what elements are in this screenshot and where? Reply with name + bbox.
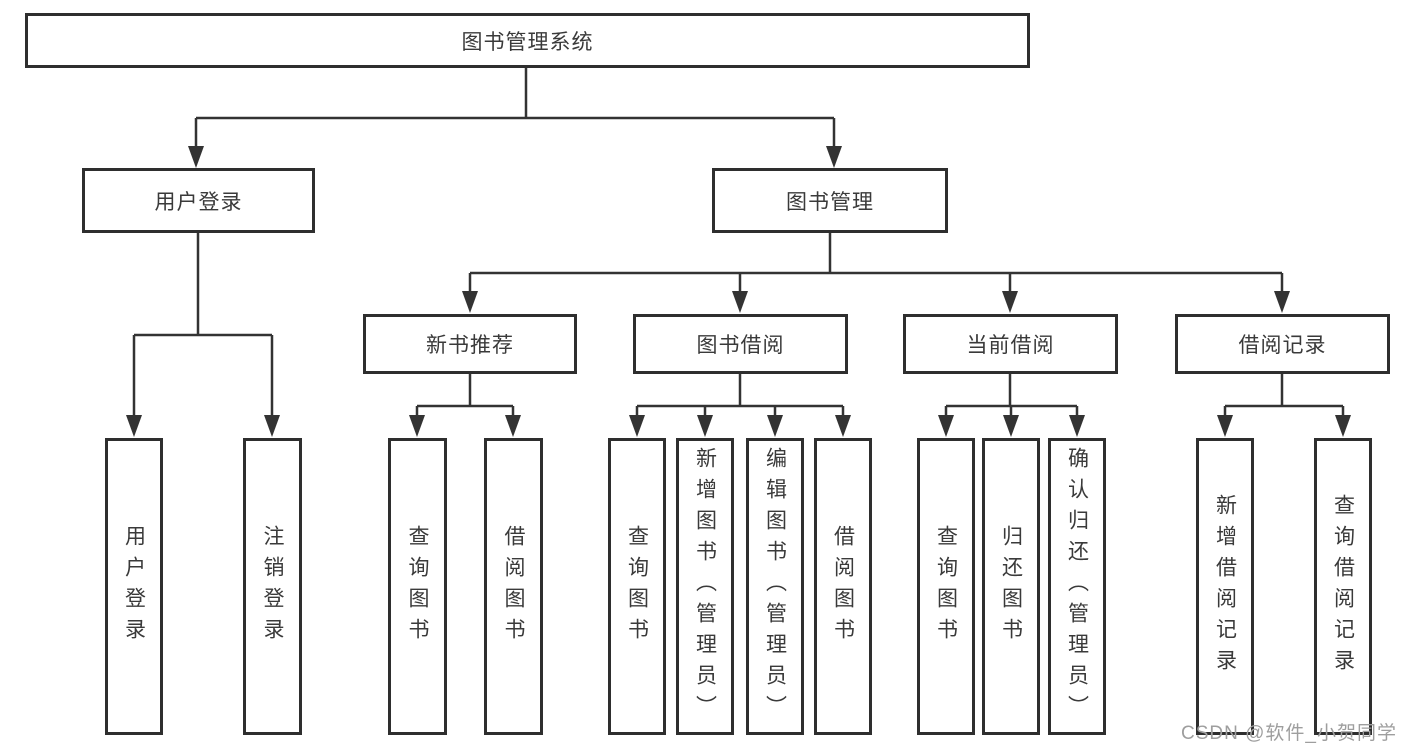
leaf-label: 编辑图书（管理员）	[763, 447, 787, 726]
leaf-label: 借阅图书	[831, 524, 855, 649]
leaf-label: 注销登录	[261, 524, 284, 649]
leaf-add-borrow-record: 新增借阅记录	[1196, 438, 1254, 735]
leaf-label: 查询借阅记录	[1331, 493, 1355, 680]
csdn-watermark: CSDN @软件_小贺同学	[1181, 723, 1397, 744]
leaf-add-book-admin: 新增图书（管理员）	[676, 438, 734, 735]
node-borrowing-records: 借阅记录	[1175, 314, 1390, 374]
leaf-borrow-books: 借阅图书	[814, 438, 872, 735]
node-user-login-branch: 用户登录	[82, 168, 315, 233]
leaf-label: 借阅图书	[502, 524, 525, 649]
node-new-book-recommend: 新书推荐	[363, 314, 577, 374]
node-book-management: 图书管理	[712, 168, 948, 233]
leaf-label: 新增借阅记录	[1213, 493, 1237, 680]
leaf-query-borrow-record: 查询借阅记录	[1314, 438, 1372, 735]
leaf-label: 查询图书	[934, 524, 958, 649]
leaf-confirm-return-admin: 确认归还（管理员）	[1048, 438, 1106, 735]
node-root: 图书管理系统	[25, 13, 1030, 68]
leaf-edit-book-admin: 编辑图书（管理员）	[746, 438, 804, 735]
leaf-query-books-current: 查询图书	[917, 438, 975, 735]
leaf-label: 查询图书	[406, 524, 429, 649]
leaf-label: 查询图书	[625, 524, 649, 649]
leaf-user-login: 用户登录	[105, 438, 163, 735]
node-current-borrowing: 当前借阅	[903, 314, 1118, 374]
leaf-label: 确认归还（管理员）	[1065, 447, 1089, 726]
leaf-label: 归还图书	[999, 524, 1023, 649]
leaf-return-book: 归还图书	[982, 438, 1040, 735]
leaf-label: 新增图书（管理员）	[693, 447, 717, 726]
leaf-query-books-borrowing: 查询图书	[608, 438, 666, 735]
leaf-logout: 注销登录	[243, 438, 302, 735]
node-book-borrowing: 图书借阅	[633, 314, 848, 374]
leaf-borrow-books-recommend: 借阅图书	[484, 438, 543, 735]
leaf-query-books-recommend: 查询图书	[388, 438, 447, 735]
leaf-label: 用户登录	[122, 524, 146, 649]
